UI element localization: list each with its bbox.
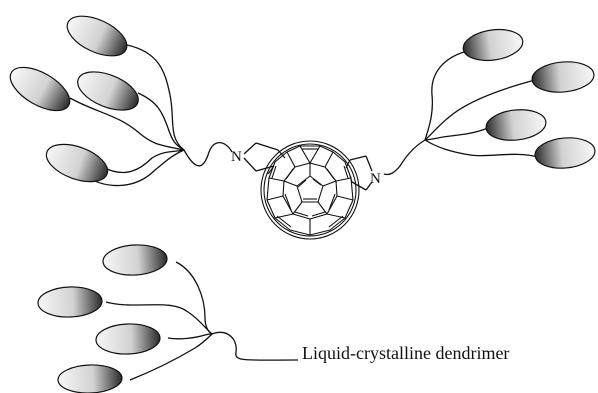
dendron-chain [104,149,185,174]
dendron-chain [424,79,536,141]
dendrimer-caption: Liquid-crystalline dendrimer [302,343,510,363]
mesogen [95,323,161,355]
mesogen [102,244,168,276]
dendron-chain [137,92,185,151]
mesogen [66,15,128,57]
nitrogen-atom-left: N [231,149,242,165]
dendron-link [211,331,299,361]
dendron-upper-left [69,44,233,187]
mesogen [534,137,596,169]
mesogen [531,61,595,93]
dendron-chain [126,44,185,151]
mesogen [462,28,524,62]
dendron-chain [105,301,213,335]
dendron-chain [424,51,465,141]
dendron-lower [105,261,299,381]
dendron-chain [424,127,489,141]
dendron-link [383,139,426,176]
dendron-chain [81,149,185,187]
dendron-upper-right [383,51,543,176]
mesogen [9,66,71,112]
dendron-link [183,141,233,167]
dendron-chain [175,261,213,335]
dendron-chain [424,139,543,159]
dendron-chain [69,97,185,151]
fullerene-core [260,140,360,240]
mesogen [77,71,139,111]
dendron-chain [129,333,213,381]
mesogen [45,143,109,183]
dendron-chain [167,333,213,340]
mesogen [57,364,123,393]
nitrogen-atom-right: N [370,171,381,187]
mesogen [37,286,103,318]
mesogen [485,109,547,141]
mesogens [9,15,596,393]
pyrrolidine-left [243,142,279,172]
